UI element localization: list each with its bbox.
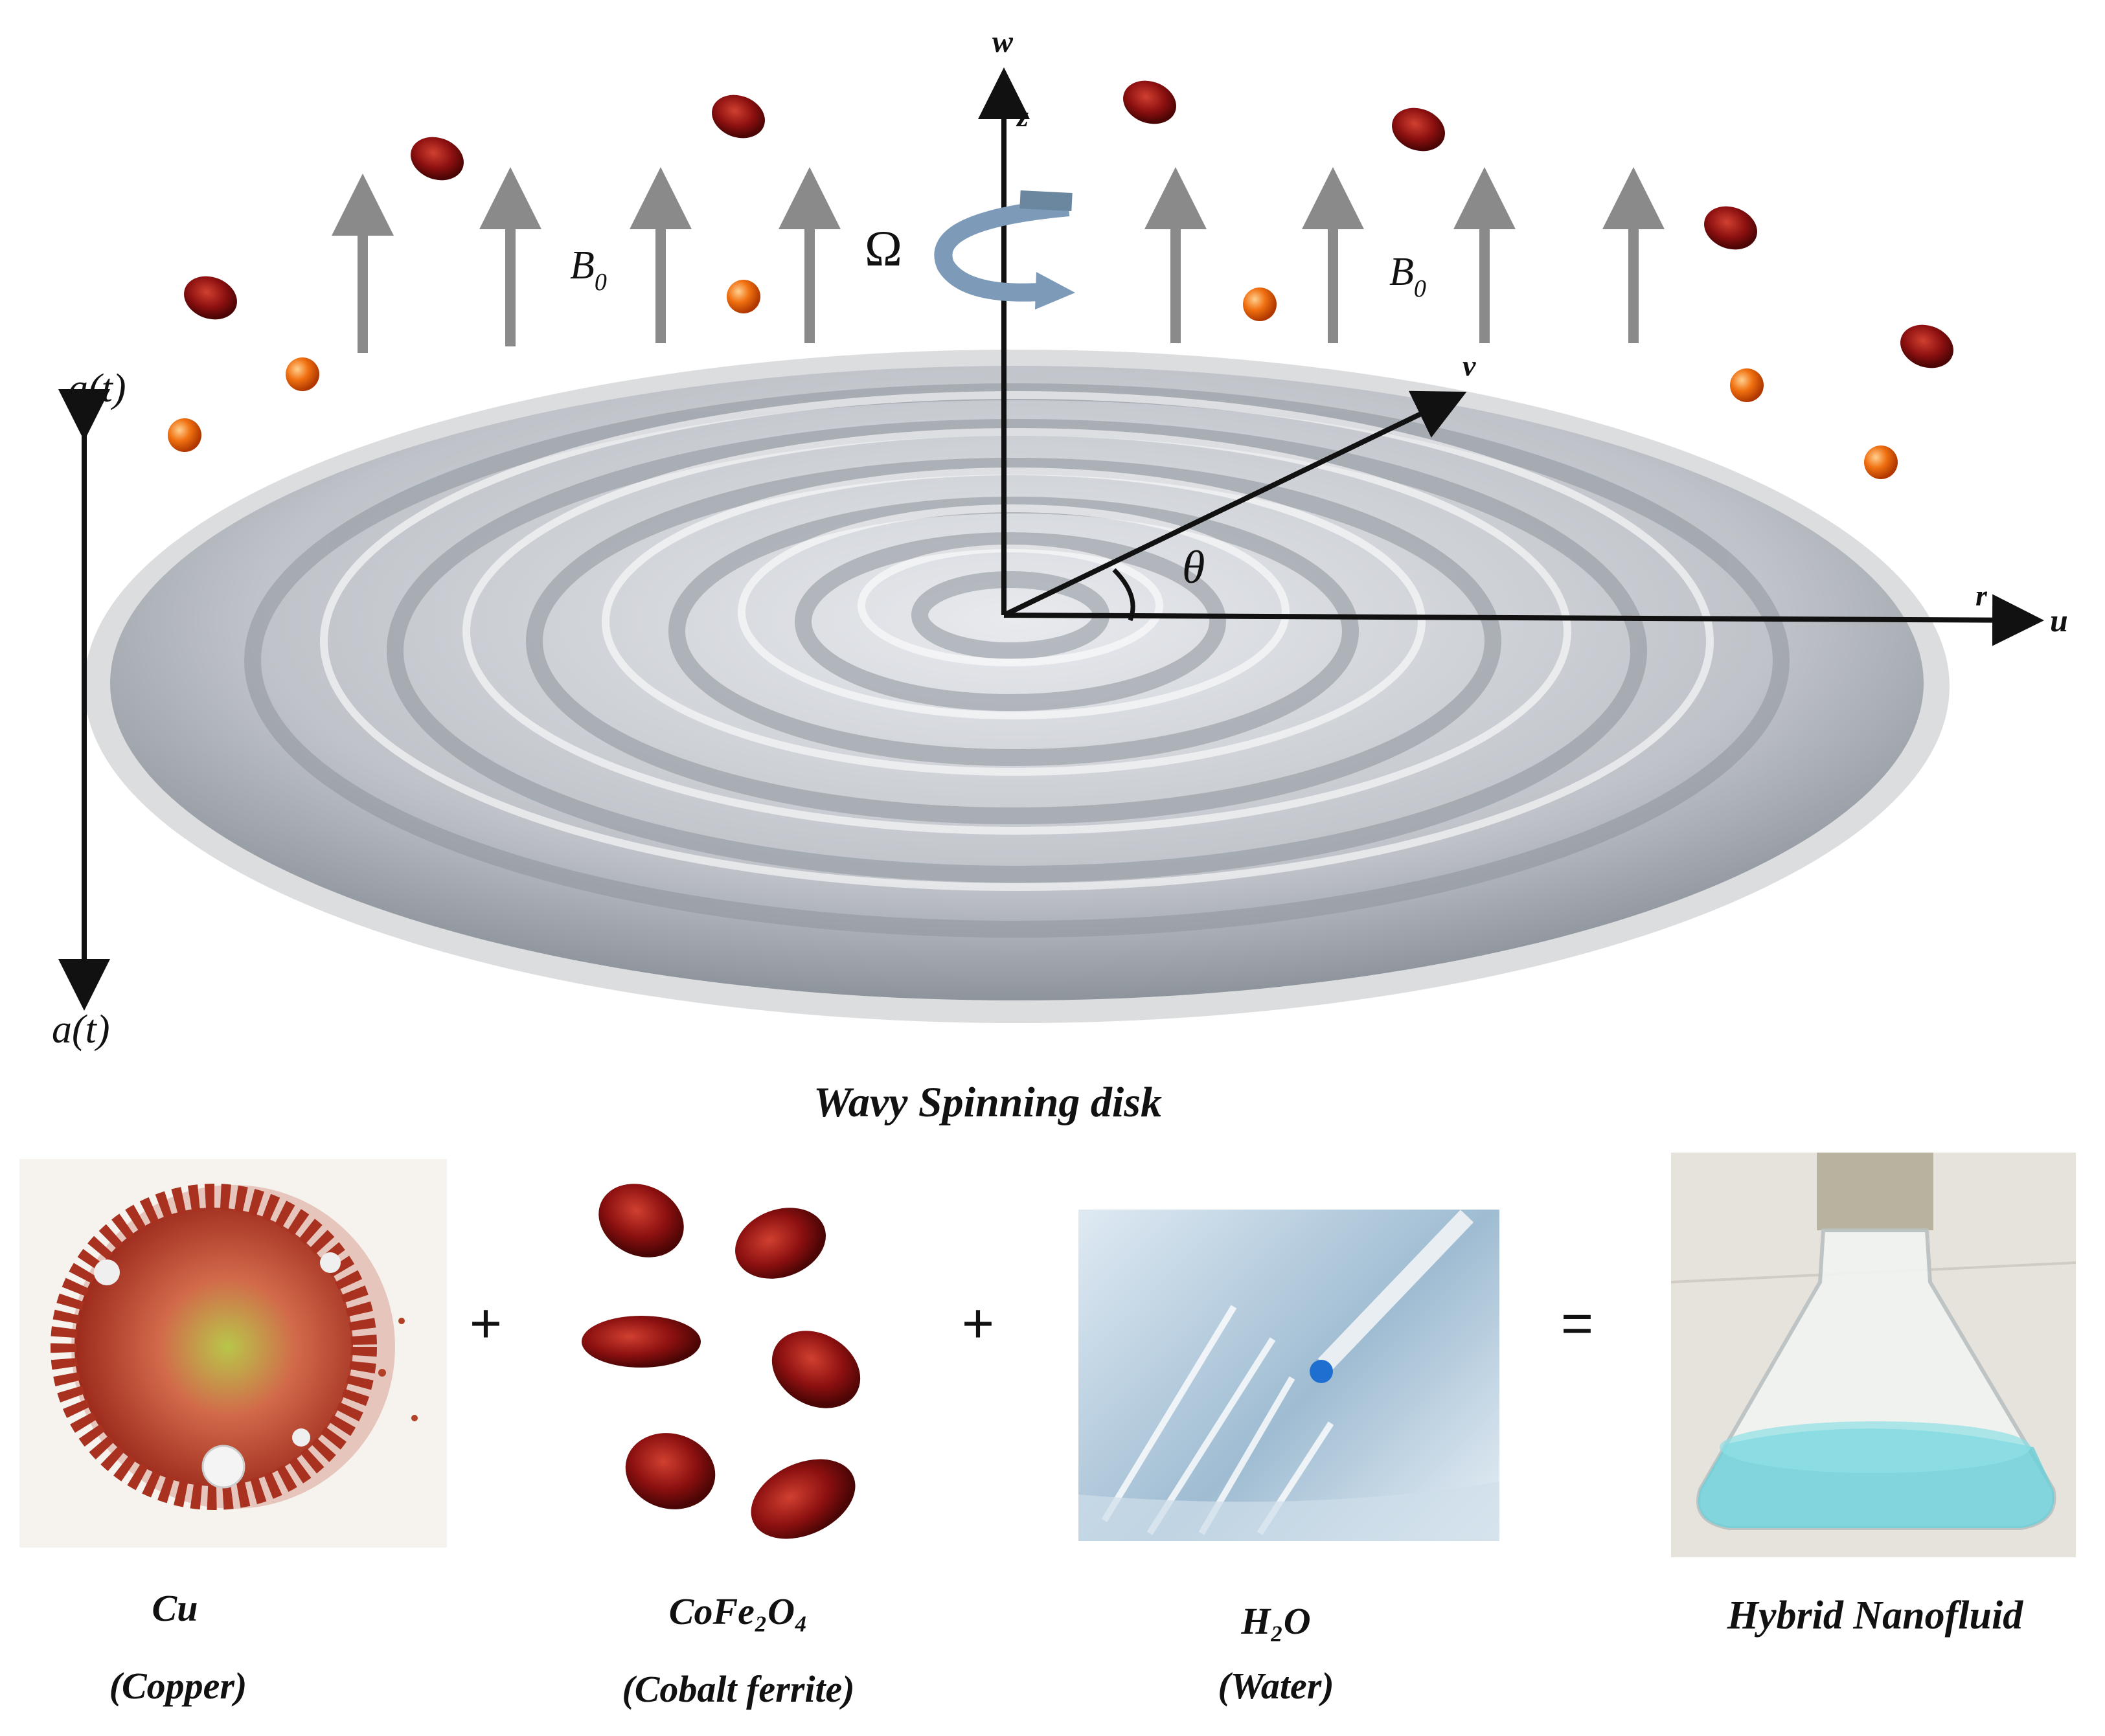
gap-label-top: a(t): [68, 366, 126, 411]
water-name: H₂O: [1241, 1600, 1311, 1642]
water-desc: (Water): [1218, 1665, 1334, 1707]
equals-operator: =: [1560, 1292, 1594, 1355]
omega-label: Ω: [865, 220, 902, 276]
theta-label: θ: [1182, 541, 1205, 593]
hybrid-nanofluid-image: [1671, 1153, 2076, 1557]
magnetic-field-arrows: [332, 167, 1665, 353]
v-axis: [1003, 390, 1467, 618]
axis-v-label: v: [1462, 349, 1476, 382]
hybrid-nanofluid-name: Hybrid Nanofluid: [1727, 1594, 2023, 1638]
axis-z-label: z: [1016, 100, 1029, 133]
theta-arc: [1112, 568, 1135, 622]
disk-surface: [110, 366, 1924, 1000]
axis-w-label: w: [992, 25, 1014, 59]
cobalt-ferrite-desc: (Cobalt ferrite): [622, 1668, 855, 1710]
field-label-left: B0: [570, 243, 607, 296]
water-image: [1078, 1210, 1499, 1541]
copper-image: [19, 1159, 447, 1548]
plus-operator-1: +: [469, 1292, 503, 1355]
r-axis: [1003, 594, 2044, 646]
cobalt-ferrite-name: CoFe₂O₄: [668, 1590, 808, 1632]
copper-desc: (Copper): [109, 1665, 247, 1707]
rotation-indicator: [934, 190, 1075, 310]
cobalt-ferrite-image: [573, 1166, 897, 1554]
axis-u-label: u: [2050, 602, 2068, 638]
diagram-title: Wavy Spinning disk: [814, 1079, 1162, 1126]
field-label-right: B0: [1389, 250, 1426, 302]
copper-name: Cu: [152, 1587, 198, 1629]
axis-r-label: r: [1975, 579, 1988, 612]
gap-label-bottom: a(t): [52, 1008, 110, 1052]
cobalt-ferrite-particles: [184, 80, 1953, 368]
coordinate-axes: [978, 67, 2044, 646]
copper-particles: [168, 280, 1898, 479]
plus-operator-2: +: [961, 1292, 995, 1355]
